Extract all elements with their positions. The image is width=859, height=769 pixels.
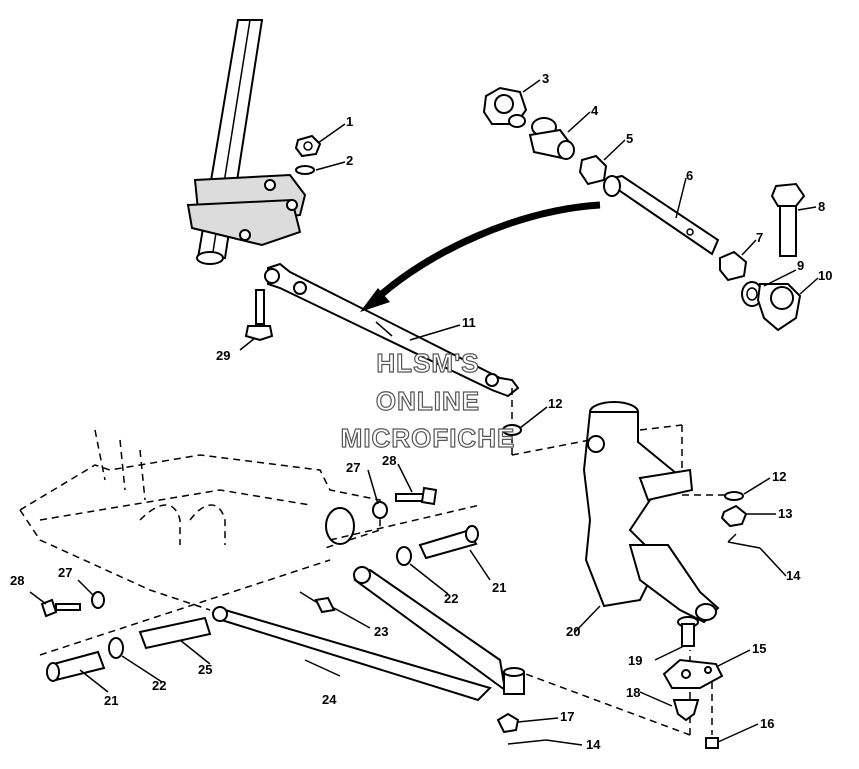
ball-joint-part-bottom <box>503 667 525 695</box>
ball-joint-part-18 <box>672 699 700 722</box>
callout-4: 4 <box>591 103 599 118</box>
watermark-line-3: MICROFICHE <box>341 423 516 453</box>
callouts: 1 2 3 4 5 6 7 8 9 10 11 12 12 13 14 14 1… <box>10 71 832 752</box>
plate-part-15 <box>662 658 724 689</box>
joint-part-4 <box>528 117 575 160</box>
callout-11: 11 <box>462 315 476 330</box>
bushing-part-21-left <box>46 650 106 682</box>
callout-9: 9 <box>797 258 804 273</box>
washer-part-12-right <box>724 491 744 501</box>
nut-part-1 <box>294 134 322 158</box>
callout-14-right: 14 <box>786 568 801 583</box>
callout-18: 18 <box>626 685 640 700</box>
nut-part-13 <box>720 504 748 528</box>
callout-6: 6 <box>686 168 693 183</box>
callout-28-left: 28 <box>10 573 24 588</box>
bolt-part-28-right <box>395 486 438 506</box>
assembly-lines <box>511 388 728 736</box>
bushing-part-21-right <box>418 525 479 560</box>
callout-7: 7 <box>756 230 763 245</box>
callout-8: 8 <box>818 199 825 214</box>
rod-end-part-3 <box>482 86 528 128</box>
callout-14-bottom: 14 <box>586 737 601 752</box>
callout-3: 3 <box>542 71 549 86</box>
callout-25: 25 <box>198 662 212 677</box>
fitting-part-23 <box>299 591 336 614</box>
bolt-part-8 <box>770 182 806 257</box>
callout-27-left: 27 <box>58 565 72 580</box>
washer-part-27-left <box>91 591 105 609</box>
callout-16: 16 <box>760 716 774 731</box>
nut-part-7 <box>719 250 748 282</box>
tie-rod-part-11 <box>264 262 520 398</box>
watermark-line-1: HLSM'S <box>376 348 479 378</box>
bushing-part-25 <box>138 616 212 650</box>
pin-part-14-right <box>727 533 761 549</box>
watermark: HLSM'S ONLINE MICROFICHE <box>340 347 516 453</box>
sleeve-part-6 <box>601 174 720 256</box>
callout-21-left: 21 <box>104 693 118 708</box>
callout-29: 29 <box>216 348 230 363</box>
callout-27-right: 27 <box>346 460 360 475</box>
assembly-arrow <box>360 201 601 312</box>
callout-13: 13 <box>778 506 792 521</box>
washer-part-2 <box>295 165 315 175</box>
bolt-part-19 <box>677 616 699 647</box>
callout-20: 20 <box>566 624 580 639</box>
rod-end-part-10 <box>756 283 802 332</box>
bolt-part-29 <box>244 289 274 342</box>
callout-24: 24 <box>322 692 337 707</box>
washer-part-22-left <box>108 637 124 659</box>
leader-lines <box>29 79 819 746</box>
callout-2: 2 <box>346 153 353 168</box>
callout-28-right: 28 <box>382 453 396 468</box>
callout-5: 5 <box>626 131 633 146</box>
spindle-part-20 <box>582 401 720 624</box>
callout-15: 15 <box>752 641 766 656</box>
washer-part-12-left <box>502 424 522 436</box>
callout-12-right: 12 <box>772 469 786 484</box>
callout-19: 19 <box>628 653 642 668</box>
callout-1: 1 <box>346 114 353 129</box>
nut-part-17 <box>496 712 520 734</box>
washer-part-27-right <box>372 501 388 519</box>
callout-12-left: 12 <box>548 396 562 411</box>
callout-21-right: 21 <box>492 580 506 595</box>
washer-part-22-right <box>396 546 412 566</box>
callout-22-right: 22 <box>444 591 458 606</box>
watermark-line-2: ONLINE <box>376 386 480 416</box>
a-arm-part-24 <box>212 566 507 702</box>
bolt-part-16 <box>705 737 719 749</box>
bolt-part-28-left <box>40 598 81 618</box>
callout-22-left: 22 <box>152 678 166 693</box>
callout-10: 10 <box>818 268 832 283</box>
frame-outline <box>19 429 481 656</box>
callout-23: 23 <box>374 624 388 639</box>
steering-bracket <box>186 173 307 247</box>
pin-part-14-bottom <box>507 739 547 745</box>
callout-17: 17 <box>560 709 574 724</box>
